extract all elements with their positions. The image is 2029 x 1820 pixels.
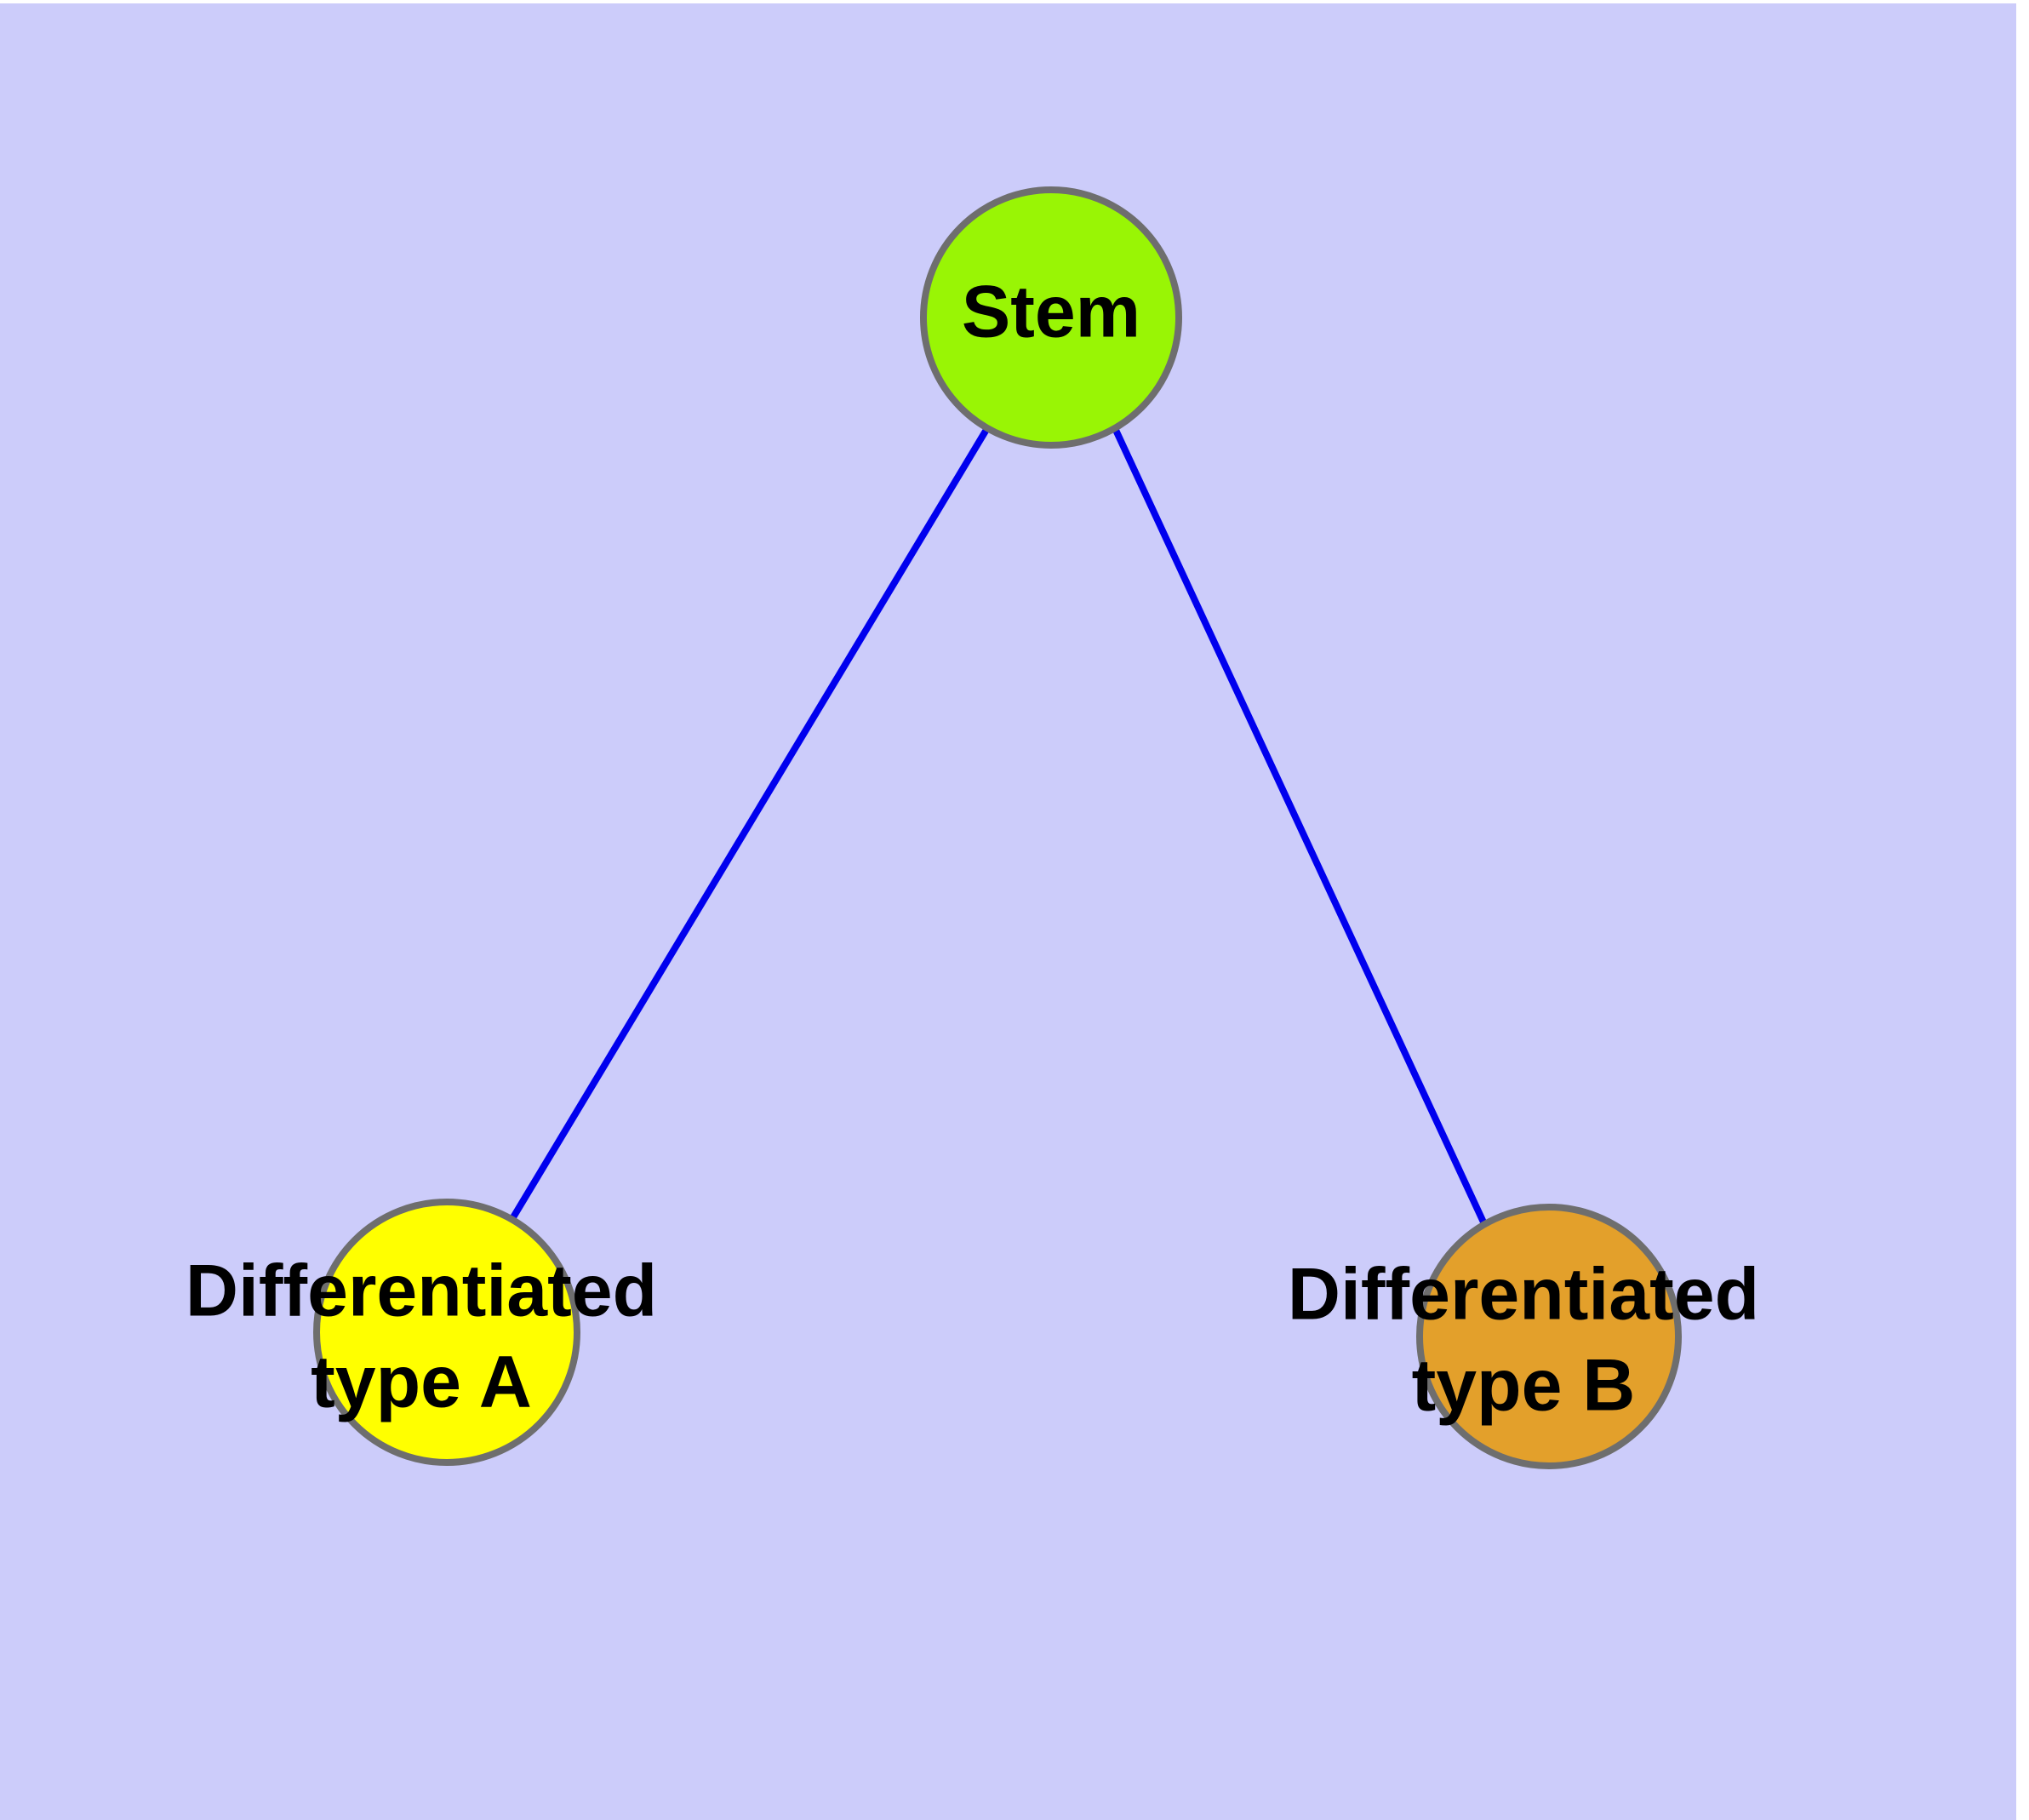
graph-node-label-diff_a-line1: Differentiated (186, 1251, 657, 1332)
graph-node-label-diff_a-line2: type A (311, 1342, 532, 1423)
graph-node-diff_a[interactable] (313, 1199, 580, 1466)
nodes-layer (313, 186, 1682, 1469)
graph-edge-stem-diff_a[interactable] (507, 426, 991, 1224)
graph-node-stem[interactable] (920, 186, 1182, 449)
graph-node-label-diff_b-line2: type B (1412, 1345, 1636, 1427)
graph-node-label-stem: Stem (962, 272, 1140, 353)
graph-edge-stem-diff_b[interactable] (1112, 426, 1489, 1228)
edges-layer (507, 426, 1489, 1228)
graph-node-label-diff_b-line1: Differentiated (1288, 1254, 1759, 1336)
graph-node-diff_b[interactable] (1416, 1204, 1682, 1469)
